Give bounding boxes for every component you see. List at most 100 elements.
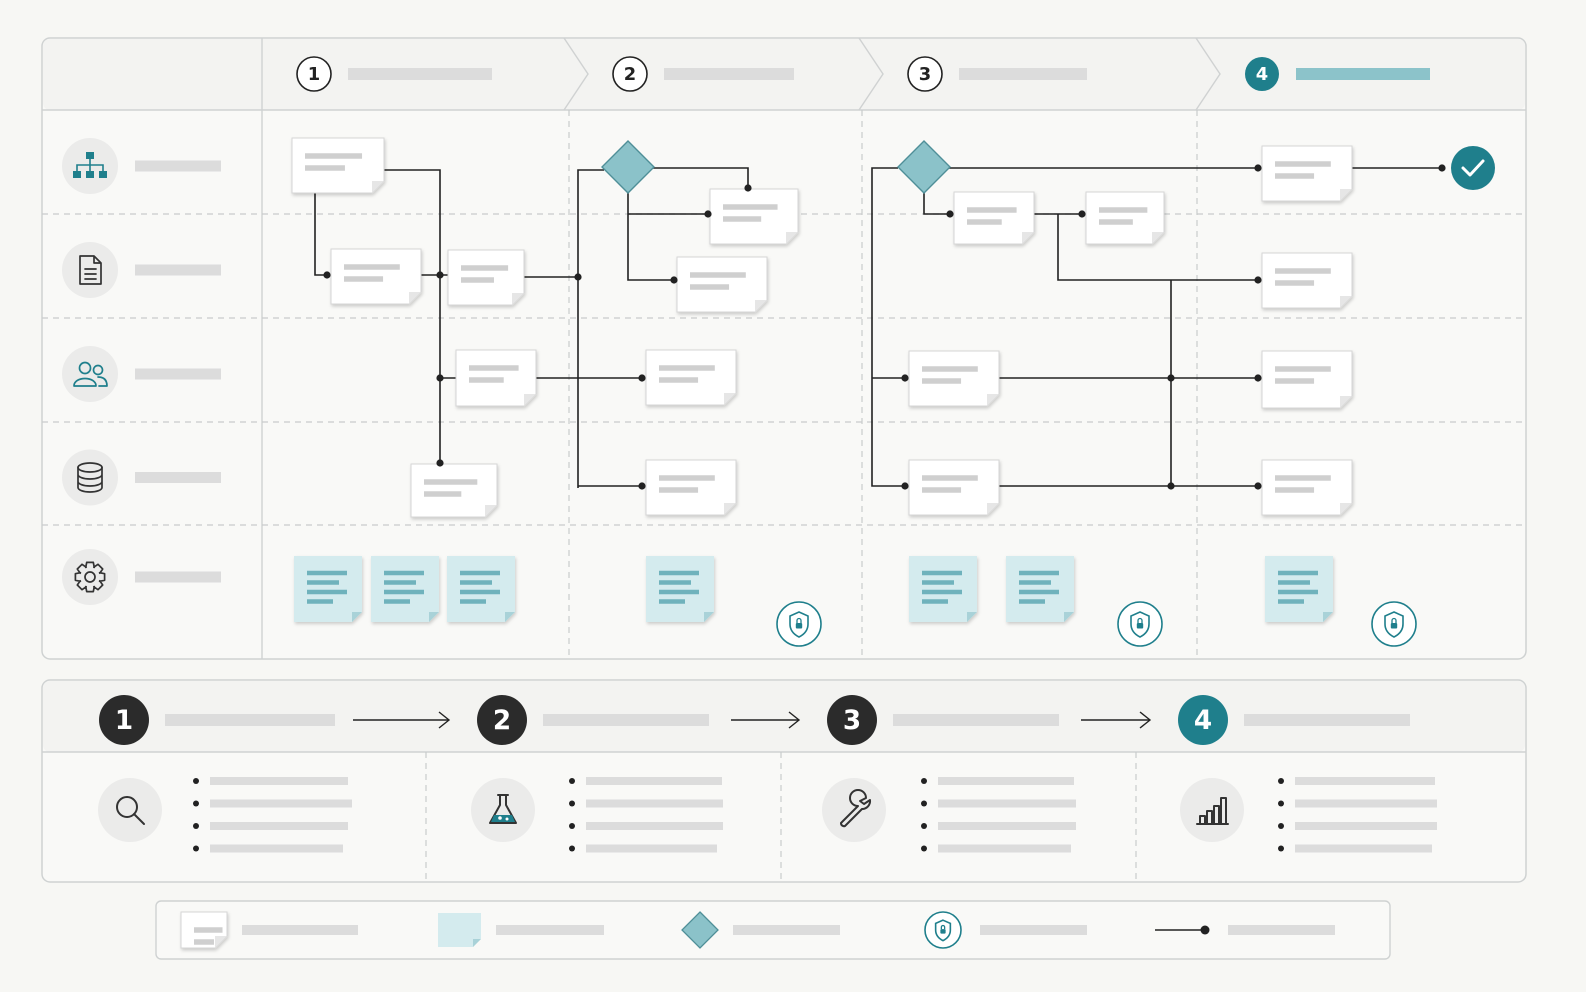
card-line xyxy=(1099,219,1133,225)
lane-label[interactable] xyxy=(62,242,221,298)
task-card[interactable] xyxy=(291,137,385,194)
card-line xyxy=(659,487,699,493)
step-3[interactable]: 3 xyxy=(822,695,1152,853)
sticky-body[interactable] xyxy=(909,556,977,622)
connector-dot xyxy=(744,184,752,192)
task-card[interactable] xyxy=(1261,252,1353,309)
task-card[interactable] xyxy=(676,256,768,313)
phase-1[interactable]: 1 xyxy=(296,56,492,92)
task-card[interactable] xyxy=(410,463,498,518)
bullet-line xyxy=(1295,822,1437,830)
card-fold xyxy=(724,393,736,405)
sticky-line xyxy=(922,580,954,585)
sticky-note[interactable] xyxy=(646,556,714,622)
lane-label[interactable] xyxy=(62,346,221,402)
step-1[interactable]: 1 xyxy=(98,695,451,853)
phase-4[interactable]: 4 xyxy=(1245,57,1430,91)
task-card[interactable] xyxy=(1261,350,1353,409)
sticky-line xyxy=(1278,580,1310,585)
connector-line xyxy=(627,193,676,281)
decision-diamond[interactable] xyxy=(897,140,951,194)
gear-hub xyxy=(84,571,96,583)
flask-icon xyxy=(471,778,535,842)
sticky-note[interactable] xyxy=(371,556,439,622)
sticky-note[interactable] xyxy=(1265,556,1333,622)
task-card[interactable] xyxy=(1085,191,1165,245)
shield-lock-icon[interactable] xyxy=(1371,601,1417,647)
sticky-line xyxy=(460,589,500,595)
sticky-line xyxy=(307,599,333,604)
shield-outline xyxy=(934,919,952,942)
task-card[interactable] xyxy=(908,459,1000,516)
card-line xyxy=(469,377,504,383)
lane-title-bar xyxy=(135,571,221,583)
sticky-note[interactable] xyxy=(909,556,977,622)
step-4[interactable]: 4 xyxy=(1178,695,1437,853)
phase-chevron xyxy=(563,37,589,111)
card-line xyxy=(922,378,962,384)
task-card[interactable] xyxy=(455,349,537,407)
bullet-dot xyxy=(569,845,575,852)
sticky-note[interactable] xyxy=(294,556,362,622)
lock-body xyxy=(1136,623,1144,629)
card-line xyxy=(723,216,762,222)
task-card[interactable] xyxy=(908,350,1000,407)
step-arrowhead xyxy=(788,711,801,729)
sticky-body[interactable] xyxy=(447,556,515,622)
lane-label[interactable] xyxy=(62,449,221,506)
lane-label[interactable] xyxy=(62,549,221,605)
sticky-line xyxy=(384,599,410,604)
number-circle xyxy=(907,56,943,92)
connector-dot xyxy=(436,459,444,467)
phase-2[interactable]: 2 xyxy=(612,56,794,92)
database-icon xyxy=(62,449,118,506)
sticky-body[interactable] xyxy=(371,556,439,622)
task-card[interactable] xyxy=(645,349,737,406)
sticky-body[interactable] xyxy=(1006,556,1074,622)
sticky-note[interactable] xyxy=(447,556,515,622)
phase-3[interactable]: 3 xyxy=(907,56,1087,92)
flask xyxy=(489,794,517,824)
shield-outline xyxy=(1130,611,1150,638)
card-line xyxy=(723,204,778,210)
bullet-dot xyxy=(569,778,575,784)
bullet-line xyxy=(210,844,343,853)
sticky-line xyxy=(307,589,347,595)
bullet-dot xyxy=(921,823,927,829)
task-card[interactable] xyxy=(645,459,737,516)
card-body[interactable] xyxy=(410,463,498,518)
lane-label[interactable] xyxy=(62,138,221,194)
sticky-note[interactable] xyxy=(1006,556,1074,622)
task-card[interactable] xyxy=(953,191,1035,245)
decision-diamond[interactable] xyxy=(601,140,655,194)
phase-number: 3 xyxy=(907,56,943,92)
bar xyxy=(1220,797,1227,825)
bullet-line xyxy=(210,822,348,830)
sticky-body[interactable] xyxy=(1265,556,1333,622)
sticky-body[interactable] xyxy=(646,556,714,622)
bar xyxy=(1213,805,1220,825)
card-line xyxy=(659,377,699,383)
connector-spine-3 xyxy=(871,167,908,487)
task-card[interactable] xyxy=(330,248,422,305)
body xyxy=(97,376,108,387)
step-2[interactable]: 2 xyxy=(471,695,801,853)
sticky-body[interactable] xyxy=(294,556,362,622)
bar xyxy=(1206,810,1213,825)
step-title-bar xyxy=(543,714,709,726)
task-card[interactable] xyxy=(709,188,799,245)
task-card[interactable] xyxy=(1261,459,1353,516)
bar-chart-icon xyxy=(1180,778,1244,842)
sticky-line xyxy=(1278,599,1304,604)
task-card[interactable] xyxy=(1261,145,1353,202)
check-mark xyxy=(1461,159,1485,177)
card-line xyxy=(1275,268,1331,274)
task-card[interactable] xyxy=(447,249,525,306)
shield-lock-icon[interactable] xyxy=(1117,601,1163,647)
bullet-dot xyxy=(1278,845,1284,852)
shield-lock-icon[interactable] xyxy=(776,601,822,647)
connector-icon xyxy=(1155,925,1210,935)
bullet-dot xyxy=(1278,823,1284,829)
lock-body xyxy=(795,623,803,629)
